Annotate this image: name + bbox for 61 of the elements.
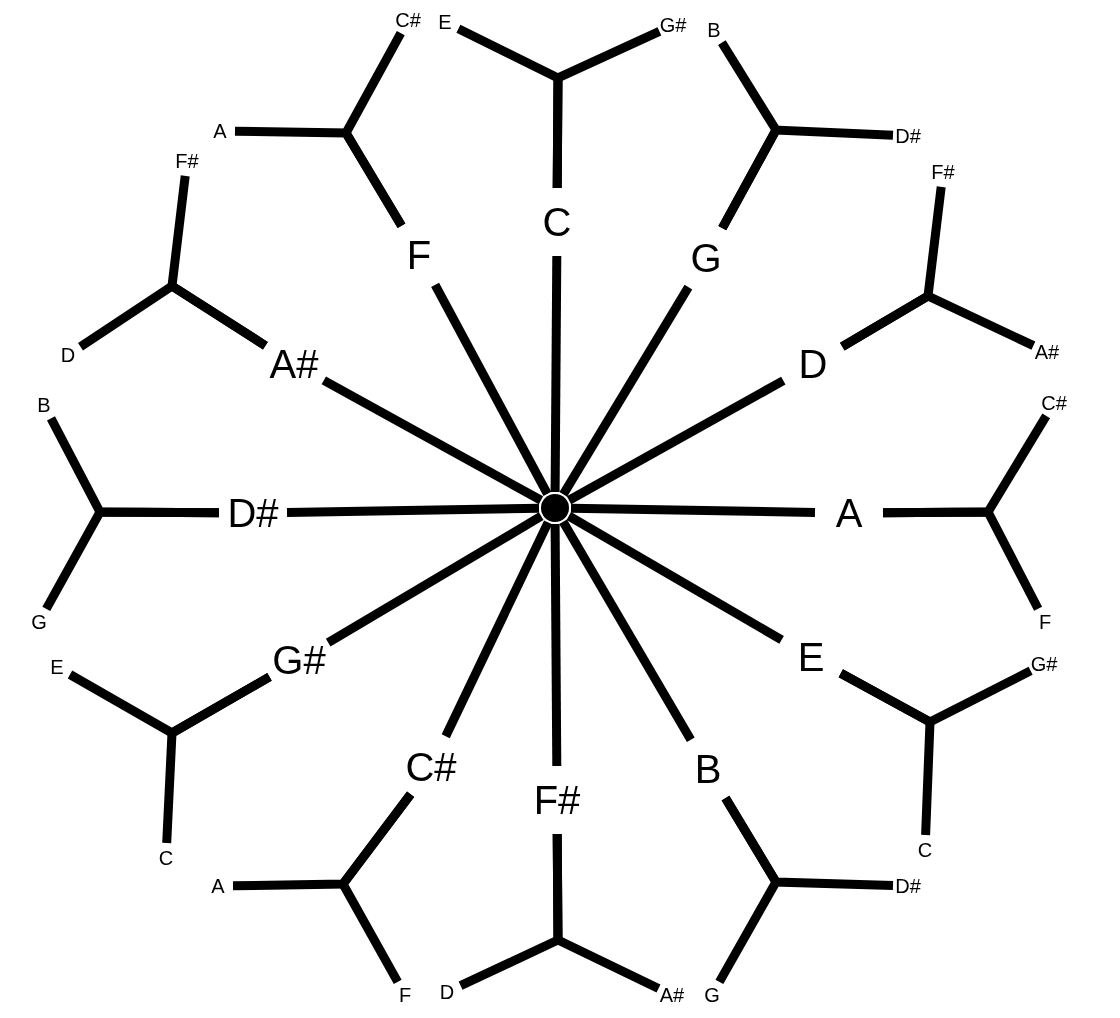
branch-note-label: A# (659, 985, 685, 1005)
connector-line (441, 520, 553, 739)
connector-line (286, 503, 540, 517)
connector-line (882, 507, 1043, 611)
note-label: C# (405, 747, 457, 787)
branch-note-label: F (398, 985, 412, 1005)
connector-line (337, 791, 415, 985)
branch-note-label: G (31, 612, 47, 632)
note-label: F (406, 235, 432, 275)
branch-note-label: C# (395, 10, 421, 30)
branch-note-label: G (704, 985, 720, 1005)
branch-note-label: G# (659, 15, 687, 35)
branch-note-label: F# (931, 162, 955, 182)
note-label: F# (533, 780, 581, 820)
branch-note-label: C# (1041, 393, 1067, 413)
connector-line (715, 795, 782, 985)
connector-line (570, 503, 816, 517)
note-label: G# (272, 640, 326, 680)
connector-line (162, 673, 272, 844)
branch-note-label: D# (895, 876, 921, 896)
branch-note-label: C (917, 840, 933, 860)
connector-line (550, 523, 562, 767)
connector-line (718, 125, 894, 231)
connector-line (840, 290, 1036, 351)
connector-line (325, 512, 544, 647)
branch-note-label: A (213, 121, 227, 141)
branch-note-label: D# (895, 126, 921, 146)
branch-note-label: F (1038, 612, 1052, 632)
note-label: E (797, 637, 825, 677)
note-label: A# (269, 344, 319, 384)
connector-line (552, 27, 662, 189)
branch-note-label: F# (175, 151, 199, 171)
connector-line (550, 255, 562, 493)
note-label: B (694, 749, 722, 789)
connector-line (559, 284, 693, 497)
connector-line (340, 31, 406, 229)
connector-line (552, 833, 661, 993)
note-label: G (690, 238, 722, 278)
note-label: D# (227, 493, 279, 533)
connector-line (431, 282, 552, 497)
connector-line (42, 507, 220, 612)
connector-line (78, 280, 268, 351)
branch-note-label: B (37, 395, 51, 415)
connector-line (559, 519, 695, 742)
note-label: C (542, 202, 572, 242)
connector-line (566, 376, 786, 505)
center-dot (541, 494, 569, 522)
connector-line (566, 512, 784, 644)
note-label: A (835, 493, 863, 533)
branch-note-label: A (211, 876, 225, 896)
note-label: D (798, 344, 828, 384)
branch-note-label: G# (1030, 654, 1058, 674)
branch-note-label: C (158, 848, 174, 868)
branch-note-label: D (60, 345, 76, 365)
branch-note-label: D (439, 982, 455, 1002)
branch-note-label: E (438, 12, 452, 32)
connector-line (838, 669, 935, 836)
branch-note-label: E (50, 657, 64, 677)
branch-note-label: B (707, 20, 721, 40)
connector-line (321, 376, 544, 505)
branch-note-label: A# (1034, 342, 1060, 362)
